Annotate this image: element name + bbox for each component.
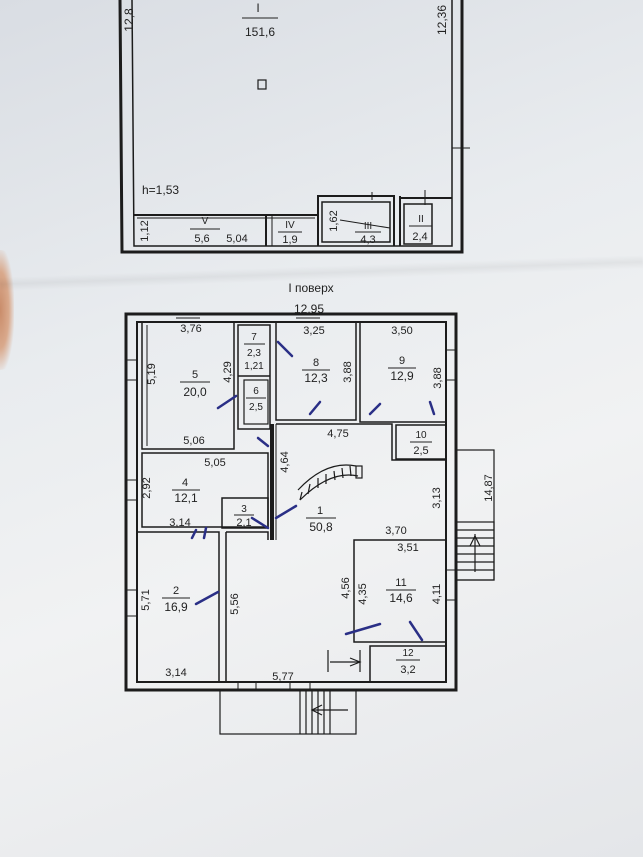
dim-r4-left: 2,92 [141,477,153,498]
dim-r1-left: 5,56 [229,593,241,614]
room-2-area: 16,9 [164,600,188,614]
dim-r9-top: 3,50 [391,325,412,337]
room-9-area: 12,9 [390,369,414,383]
dim-r1-stair: 4,64 [279,451,291,472]
room-6-num: 6 [253,386,259,397]
dim-r1-top: 4,75 [327,428,348,440]
dim-r11-left: 4,35 [357,583,369,604]
room-7-num: 7 [251,332,257,343]
dim-r9-right: 3,88 [432,367,444,388]
room-12-area: 3,2 [400,664,415,676]
floor1-labels: 3,76 5,19 4,29 5 20,0 5,06 7 2,3 1,21 6 … [140,323,495,683]
dim-r5-right: 4,29 [222,361,234,382]
room-1-num: 1 [317,505,323,517]
dim-r4-bottom: 3,14 [169,517,190,529]
dim-r11-right: 4,11 [431,584,443,605]
basement-room-III-num: III [364,221,372,232]
dim-r8-top: 3,25 [303,325,324,337]
room-5-num: 5 [192,369,198,381]
basement-dim-right: 12,36 [435,5,449,35]
dim-r5-bottom: 5,06 [183,435,204,447]
basement-room-II-area: 2,4 [412,231,427,243]
room-1-area: 50,8 [309,520,333,534]
basement-height-label: h=1,53 [142,183,179,197]
dim-r2-bottom: 3,14 [165,667,186,679]
room-9-num: 9 [399,355,405,367]
dim-r2-left: 5,71 [140,589,152,610]
floor-title: I поверх [288,281,333,295]
room-5-area: 20,0 [183,385,207,399]
dim-r1-bottom: 5,77 [272,671,293,683]
basement-dim-v-width: 5,04 [226,233,247,245]
basement-room-IV-area: 1,9 [282,234,297,246]
dim-r1-right: 3,13 [431,487,443,508]
basement-dim-v-left: 1,12 [139,220,151,241]
room-6-area: 2,5 [249,402,263,413]
basement-room-I-num: I [256,1,259,15]
dim-r1-mid: 4,56 [340,577,352,598]
basement-room-IV-num: IV [285,220,295,231]
interior-staircase [297,464,363,501]
door-marks [190,340,436,642]
basement-room-V-num: V [202,216,209,227]
basement-plan [118,0,470,254]
dim-r11-top: 3,70 [385,525,406,537]
room-11-area: 14,6 [389,591,413,605]
room-10-area: 2,5 [413,445,428,457]
exterior-stairs-bottom [219,650,362,735]
room-11-num: 11 [395,577,406,589]
dim-overall-right: 14,87 [483,474,495,502]
basement-room-I-area: 151,6 [245,25,275,39]
room-8-num: 8 [313,357,319,369]
dim-r7-width: 1,21 [244,361,264,372]
basement-labels: I 151,6 12,8 12,36 h=1,53 V 5,6 5,04 1,1… [122,1,449,246]
basement-dim-iii-left: 1,62 [328,210,340,231]
room-12-num: 12 [402,648,414,659]
basement-room-II-num: II [418,214,424,225]
finger-shadow [0,250,14,370]
room-4-area: 12,1 [174,491,198,505]
dim-r8-right: 3,88 [342,361,354,382]
dim-r5-top: 3,76 [180,323,201,335]
room-2-num: 2 [173,585,179,597]
basement-dim-left: 12,8 [122,8,136,32]
dim-r4-top: 5,05 [204,457,225,469]
room-7-area: 2,3 [247,348,261,359]
room-8-area: 12,3 [304,371,328,385]
basement-room-V-area: 5,6 [194,233,209,245]
room-3-num: 3 [241,504,247,515]
exterior-stairs-right [455,449,495,581]
dim-r5-left: 5,19 [146,363,158,384]
dim-r11-top2: 3,51 [397,542,418,554]
room-4-num: 4 [182,477,188,489]
room-3-area: 2,1 [236,517,251,529]
room-10-num: 10 [415,430,427,441]
basement-room-III-area: 4,3 [360,234,375,246]
